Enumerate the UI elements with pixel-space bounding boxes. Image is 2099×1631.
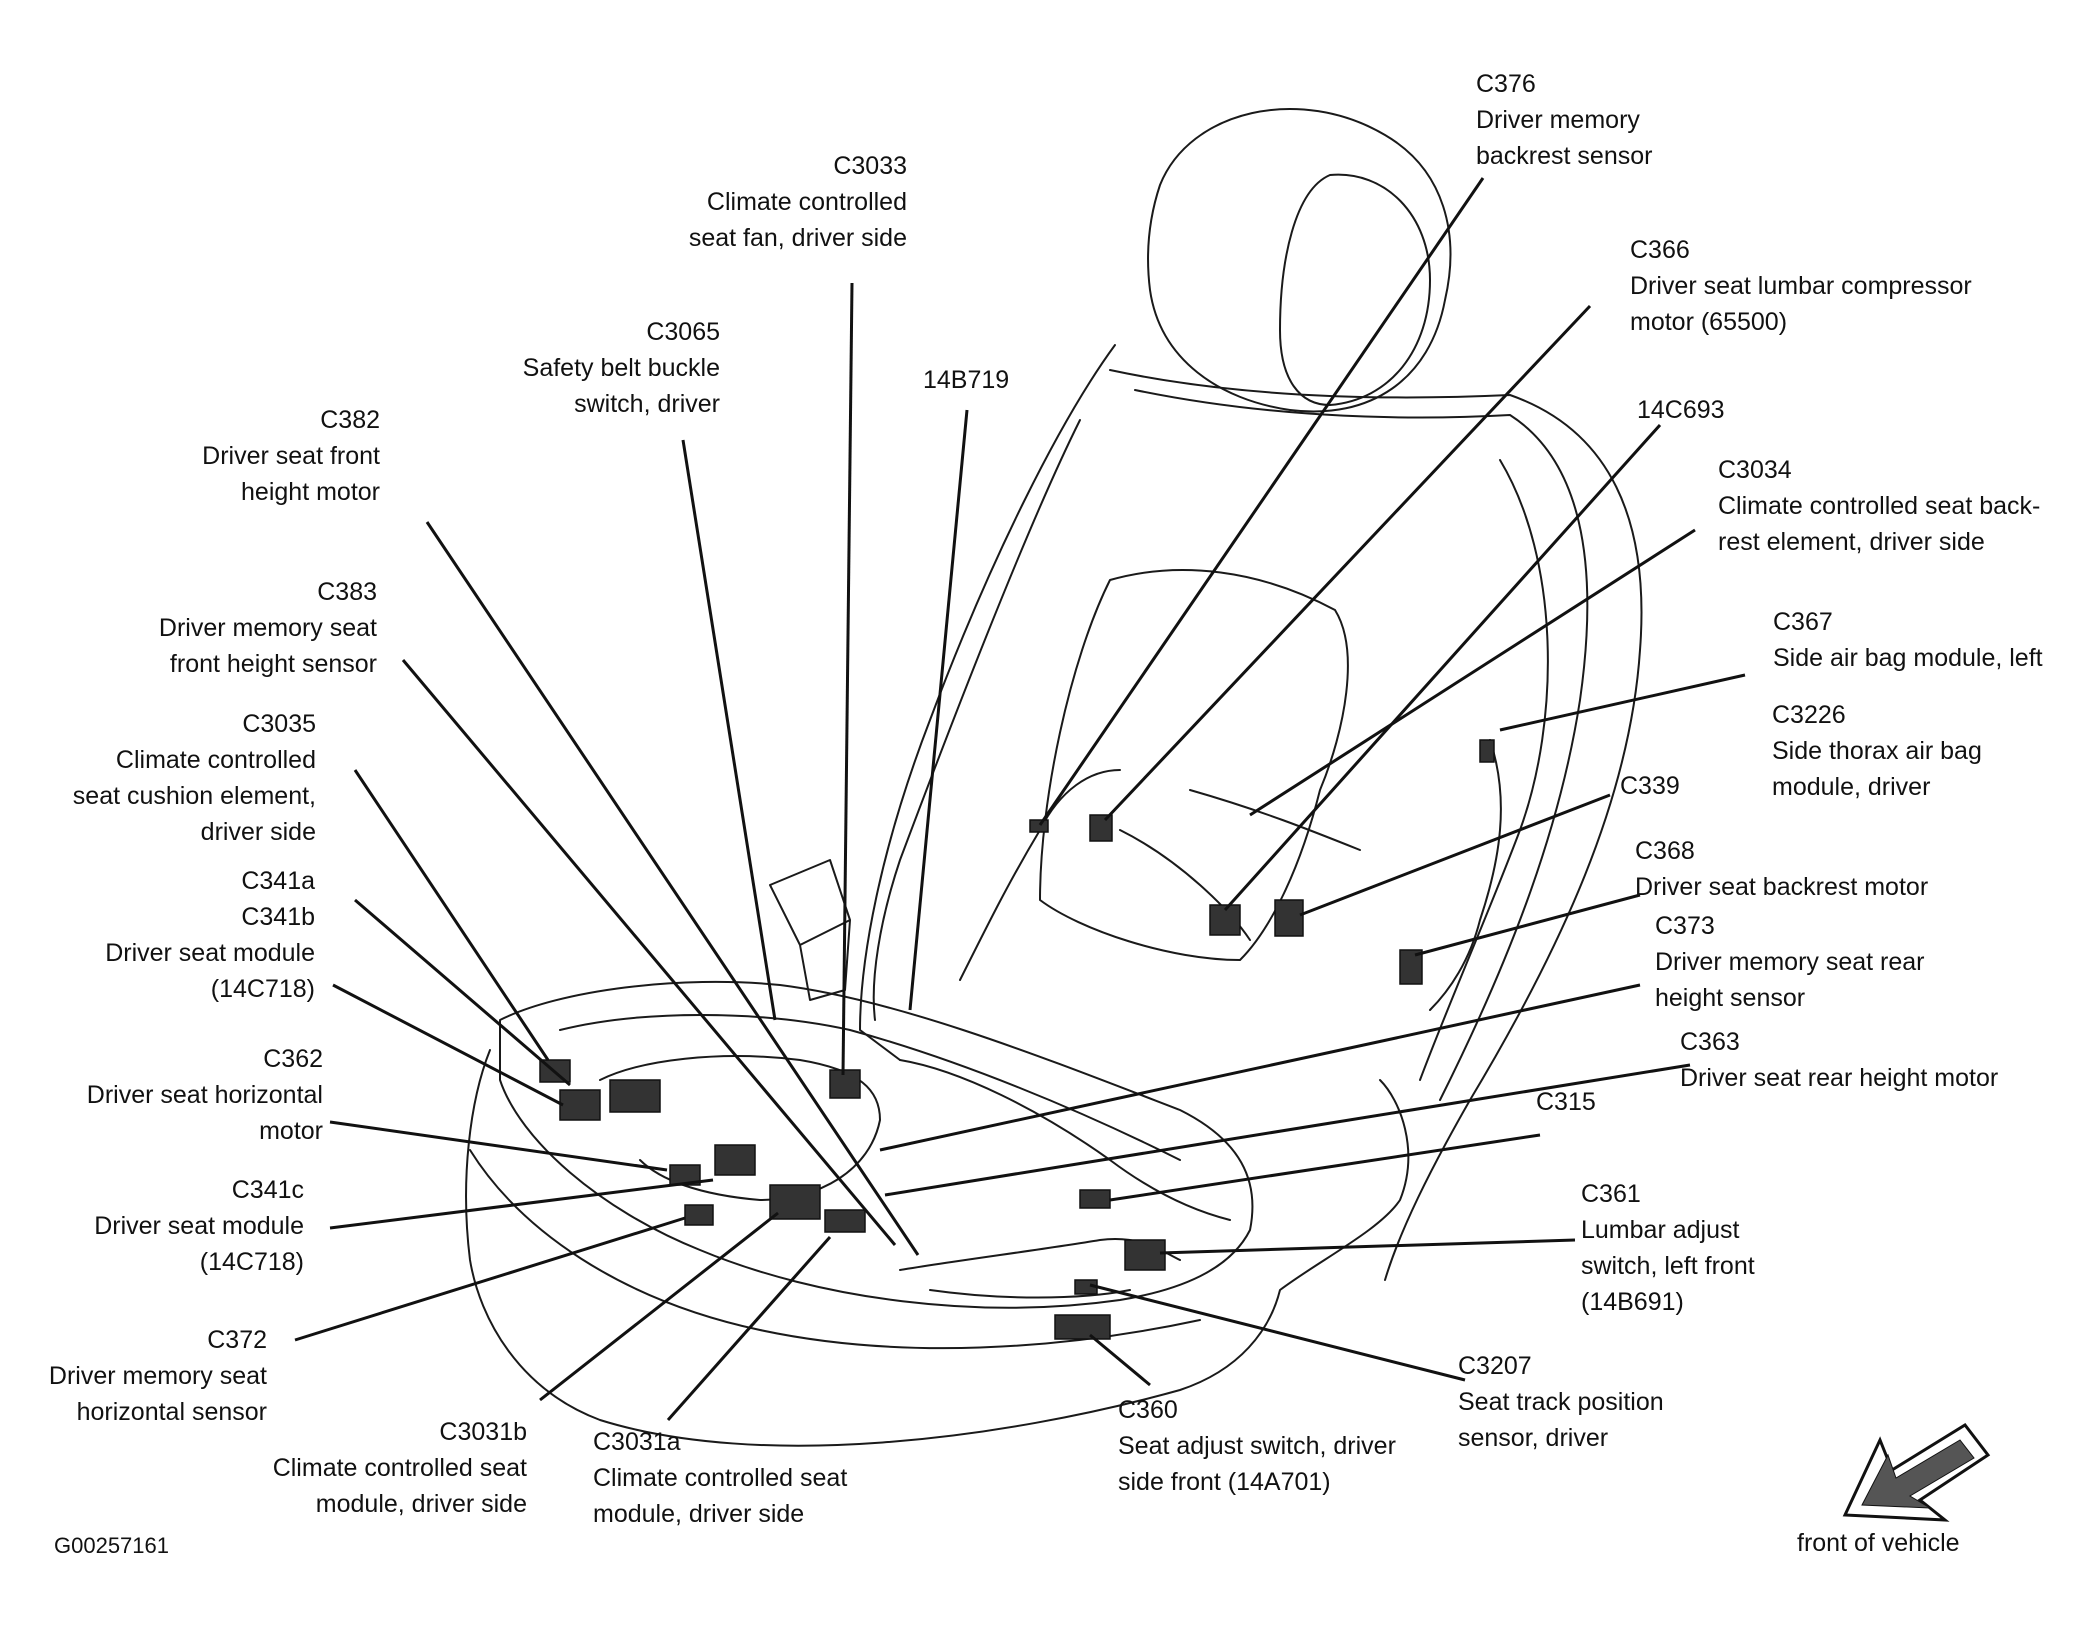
leader-c373 xyxy=(879,983,1641,1152)
label-c3065: C3065 Safety belt buckle switch, driver xyxy=(522,318,720,418)
label-c368: C368 Driver seat backrest motor xyxy=(1635,837,1929,901)
leader-c341b xyxy=(332,983,564,1107)
label-c366: C366 Driver seat lumbar compressor motor… xyxy=(1630,236,1972,336)
connector-c372 xyxy=(684,1204,714,1226)
connector-c315 xyxy=(1079,1189,1111,1209)
leader-c3035 xyxy=(353,769,550,1061)
leader-c368 xyxy=(1414,893,1641,957)
connector-c341b xyxy=(609,1079,661,1113)
leader-c372 xyxy=(294,1216,686,1342)
cushion-front xyxy=(469,1149,1201,1350)
connector-c376 xyxy=(1029,819,1049,833)
leader-c341c xyxy=(329,1178,714,1230)
front-arrow-icon xyxy=(1842,1423,1991,1522)
leader-c361 xyxy=(1159,1238,1576,1255)
label-c341c: C341c Driver seat module (14C718) xyxy=(94,1176,304,1276)
headrest-outline xyxy=(1147,108,1452,413)
label-14c693: 14C693 xyxy=(1637,396,1725,424)
connector-c367 xyxy=(1479,739,1495,763)
connector-c339 xyxy=(1274,899,1304,937)
label-c382: C382 Driver seat front height motor xyxy=(202,406,380,506)
backrest-inner xyxy=(1134,389,1589,1101)
cushion-outline xyxy=(465,1049,1410,1447)
label-c3207: C3207 Seat track position sensor, driver xyxy=(1458,1352,1664,1452)
leader-c3031b xyxy=(539,1211,779,1402)
label-c315: C315 xyxy=(1536,1088,1596,1116)
label-c3033: C3033 Climate controlled seat fan, drive… xyxy=(688,152,907,252)
harness-main xyxy=(899,1059,1231,1221)
connector-c341c xyxy=(714,1144,756,1176)
label-c341ab: C341a C341b Driver seat module (14C718) xyxy=(105,867,315,1003)
cushion-inner xyxy=(559,1014,1181,1161)
connector-c360 xyxy=(1054,1314,1111,1340)
connector-c361 xyxy=(1124,1239,1166,1271)
label-c3034: C3034 Climate controlled seat back- rest… xyxy=(1718,456,2041,556)
label-c362: C362 Driver seat horizontal motor xyxy=(86,1045,323,1145)
label-c361: C361 Lumbar adjust switch, left front (1… xyxy=(1581,1180,1755,1316)
label-c3031a: C3031a Climate controlled seat module, d… xyxy=(593,1428,848,1528)
harness-back xyxy=(959,769,1361,981)
harness-side xyxy=(1429,739,1502,1011)
label-c360: C360 Seat adjust switch, driver side fro… xyxy=(1118,1396,1396,1496)
leader-c14c693 xyxy=(1223,423,1662,912)
label-c383: C383 Driver memory seat front height sen… xyxy=(158,578,377,678)
figure-id: G00257161 xyxy=(54,1533,169,1558)
leader-c3031a xyxy=(666,1236,832,1421)
leader-c3065 xyxy=(681,439,777,1021)
leader-c376 xyxy=(1038,177,1485,826)
leader-c3207 xyxy=(1089,1283,1466,1382)
connector-c3033 xyxy=(829,1069,861,1099)
label-c3035: C3035 Climate controlled seat cushion el… xyxy=(72,710,316,846)
label-c363: C363 Driver seat rear height motor xyxy=(1680,1028,1999,1092)
headrest-face xyxy=(1279,173,1431,406)
seatbelt-buckle xyxy=(769,859,851,1001)
label-c3031b: C3031b Climate controlled seat module, d… xyxy=(272,1418,527,1518)
front-of-vehicle-label: front of vehicle xyxy=(1797,1529,1960,1557)
leader-c3034 xyxy=(1249,528,1696,817)
leader-c339 xyxy=(1299,793,1611,917)
harness-cushion xyxy=(599,1055,881,1201)
label-c376: C376 Driver memory backrest sensor xyxy=(1476,70,1653,170)
connector-c3031a xyxy=(824,1209,866,1233)
leader-c382 xyxy=(425,521,920,1256)
label-c339: C339 xyxy=(1620,772,1680,800)
leader-14b719 xyxy=(908,409,969,1011)
leader-c315 xyxy=(1109,1133,1541,1202)
backrest-outline xyxy=(859,344,1643,1281)
leader-c3033 xyxy=(841,282,854,1076)
backrest-side xyxy=(872,419,1081,1021)
leader-c362 xyxy=(329,1120,668,1172)
leader-c366 xyxy=(1103,304,1592,822)
label-14b719: 14B719 xyxy=(923,366,1010,394)
leader-c360 xyxy=(1089,1333,1151,1387)
leader-c363 xyxy=(884,1063,1691,1197)
connector-c368 xyxy=(1399,949,1423,985)
leader-c367 xyxy=(1499,673,1746,732)
leader-c383 xyxy=(401,659,897,1246)
label-c3226: C3226 Side thorax air bag module, driver xyxy=(1772,701,1982,801)
label-c367: C367 Side air bag module, left xyxy=(1773,608,2043,672)
label-c373: C373 Driver memory seat rear height sens… xyxy=(1655,912,1925,1012)
backrest-panel xyxy=(1039,569,1349,961)
cushion-top xyxy=(499,980,1254,1309)
connector-c341a xyxy=(559,1089,601,1121)
label-c372: C372 Driver memory seat horizontal senso… xyxy=(48,1326,267,1426)
backrest-bolster xyxy=(1419,459,1549,1081)
connector-c366 xyxy=(1089,814,1113,842)
connector-c3031b xyxy=(769,1184,821,1220)
leader-c341a xyxy=(354,898,571,1087)
